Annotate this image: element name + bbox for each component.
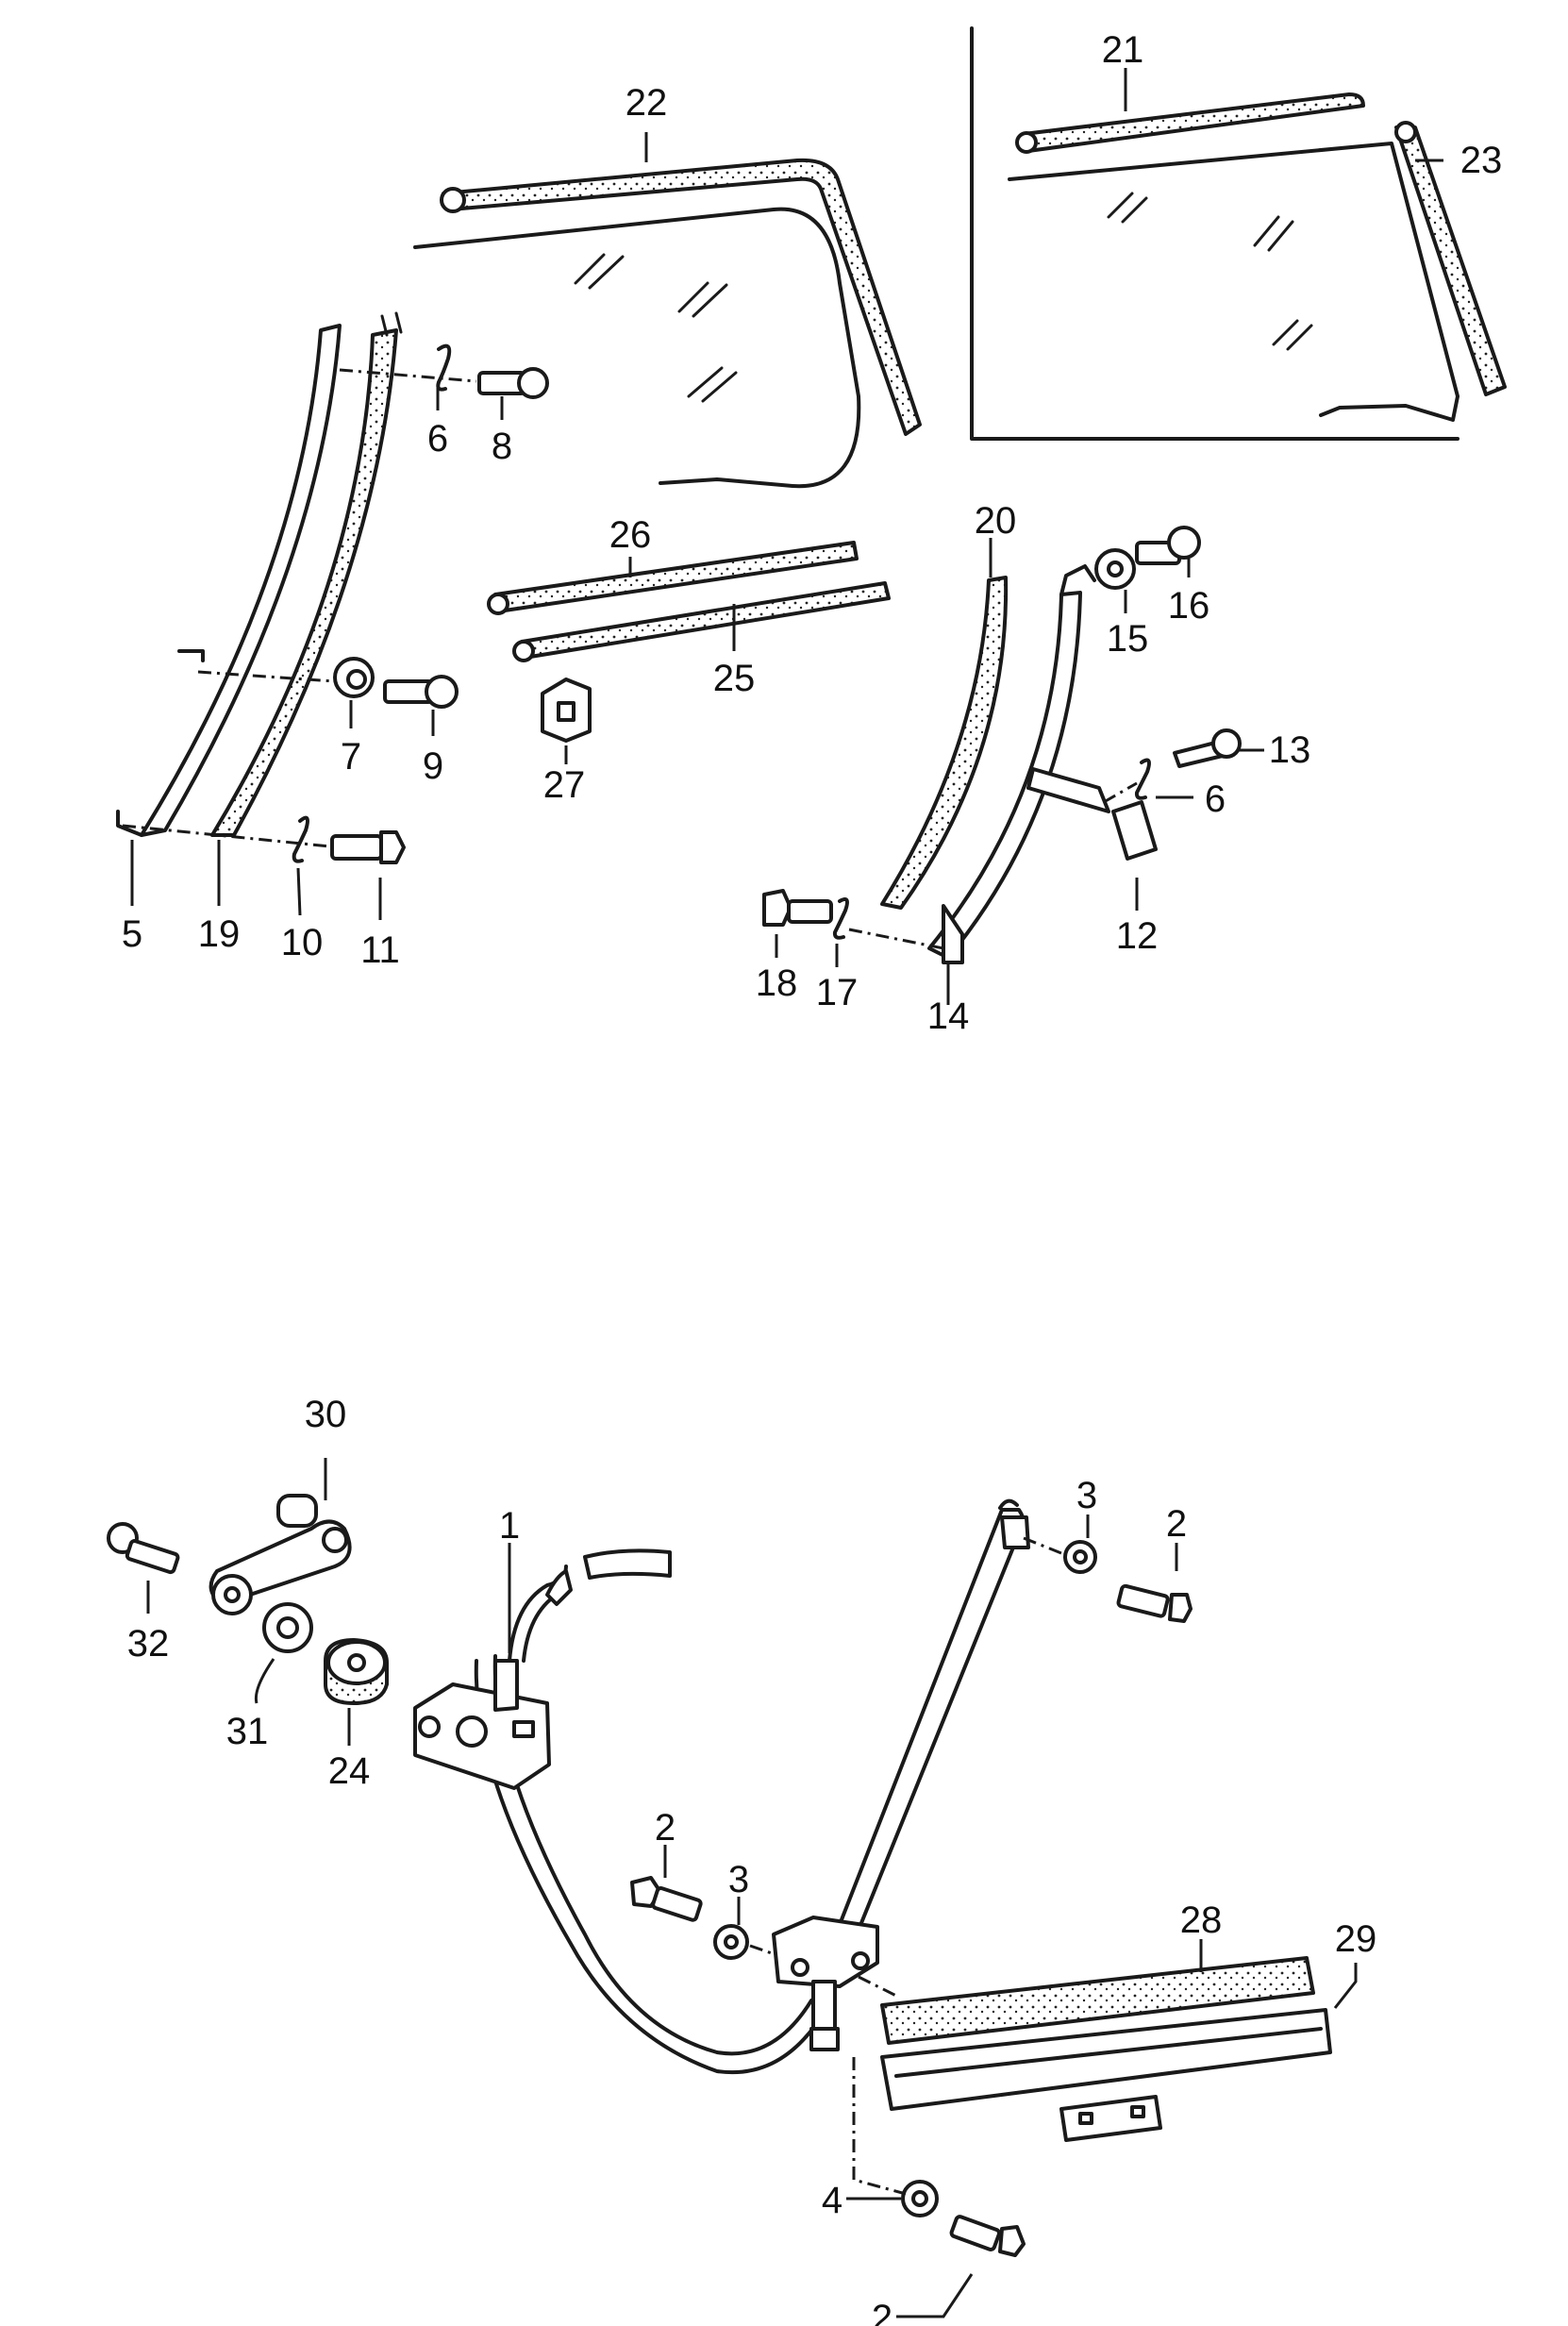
- inner-seal-25: [512, 581, 891, 662]
- escutcheon-24: [324, 1638, 389, 1705]
- label-7: 7: [341, 736, 361, 778]
- label-13: 13: [1269, 729, 1311, 771]
- label-5: 5: [122, 913, 142, 955]
- label-25: 25: [713, 658, 756, 699]
- regulator-arm: [772, 1498, 1030, 2051]
- assembly-line-bottom-a: [1023, 1536, 1067, 1557]
- guide-rail-14: [927, 564, 1110, 964]
- label-6-top: 6: [427, 418, 448, 460]
- bolt-2-bottom: [949, 2215, 1026, 2257]
- bolt-2-top: [1116, 1583, 1193, 1623]
- screw-16: [1135, 526, 1201, 565]
- label-21: 21: [1102, 29, 1144, 71]
- bolt-11: [330, 830, 406, 864]
- label-2-top: 2: [1166, 1503, 1187, 1545]
- label-3-middle: 3: [728, 1859, 749, 1900]
- label-26: 26: [609, 514, 652, 556]
- channel-seal-20: [880, 576, 1009, 910]
- label-18: 18: [756, 962, 798, 1004]
- assembly-line-bottom-c: [858, 1975, 897, 1998]
- glass-run-seal-22: [440, 158, 922, 436]
- tapping-screw-13: [1173, 728, 1242, 768]
- label-11: 11: [360, 929, 400, 971]
- label-20: 20: [975, 500, 1017, 542]
- outer-seal-26: [487, 541, 859, 615]
- clip-7: [333, 657, 375, 698]
- label-1: 1: [499, 1505, 520, 1547]
- bolt-18: [762, 889, 833, 927]
- label-22: 22: [626, 82, 668, 124]
- label-10: 10: [281, 922, 324, 963]
- seal-21: [1015, 92, 1365, 154]
- label-31: 31: [226, 1711, 269, 1752]
- label-8: 8: [492, 426, 512, 467]
- bolt-2-middle: [630, 1876, 703, 1922]
- label-14: 14: [927, 996, 970, 1037]
- assembly-line-top-left-c: [122, 824, 331, 848]
- washer-15: [1094, 548, 1136, 590]
- label-15: 15: [1107, 618, 1149, 660]
- assembly-line-right-a: [848, 928, 944, 950]
- clip-27: [541, 678, 592, 743]
- label-12: 12: [1116, 915, 1159, 957]
- label-19: 19: [198, 913, 241, 955]
- label-16: 16: [1168, 585, 1210, 627]
- seal-28: [880, 1956, 1315, 2045]
- label-27: 27: [543, 764, 586, 806]
- assembly-line-bottom-d: [852, 2057, 907, 2196]
- screw-32: [107, 1522, 180, 1575]
- rear-door-panel: [970, 26, 1460, 441]
- label-4: 4: [822, 2180, 842, 2221]
- label-29: 29: [1335, 1918, 1377, 1960]
- label-30: 30: [305, 1394, 347, 1435]
- label-17: 17: [816, 972, 859, 1013]
- label-2-middle: 2: [655, 1807, 676, 1849]
- spring-clip-17: [832, 897, 849, 940]
- front-door-glass: [413, 207, 861, 489]
- label-2-bottom: 2: [872, 2298, 892, 2326]
- label-6-right: 6: [1205, 778, 1226, 820]
- part-number-labels: 22 21 23 6 8 7 9 5 19 10 11 26 25 27 20 …: [122, 29, 1502, 2326]
- spring-clip-6-top: [436, 343, 452, 392]
- window-channel-5-19: [116, 311, 403, 837]
- regulator-cable-1: [474, 1548, 827, 2075]
- label-32: 32: [127, 1623, 170, 1665]
- spring-clip-6-right: [1134, 758, 1151, 800]
- washer-3-top: [1063, 1540, 1097, 1574]
- assembly-line-right-b: [1103, 781, 1138, 804]
- assembly-line-top-left-b: [197, 670, 336, 683]
- washer-3-middle: [713, 1924, 749, 1960]
- leader-lines: [130, 68, 1443, 2318]
- window-crank-30: [209, 1494, 352, 1615]
- bolt-8: [477, 367, 549, 399]
- label-3-top: 3: [1076, 1475, 1097, 1516]
- assembly-line-top-left-a: [339, 368, 477, 383]
- seal-23: [1394, 121, 1507, 396]
- washer-31: [262, 1602, 313, 1653]
- assembly-line-bottom-b: [749, 1944, 773, 1955]
- lift-channel-29: [880, 2008, 1332, 2142]
- label-9: 9: [423, 745, 443, 787]
- label-28: 28: [1180, 1899, 1223, 1941]
- washer-4: [901, 2180, 939, 2217]
- spring-clip-10: [292, 815, 309, 863]
- bolt-9: [383, 675, 459, 709]
- bracket-12: [1111, 800, 1158, 861]
- label-23: 23: [1460, 140, 1503, 181]
- regulator-mount-plate: [413, 1659, 551, 1790]
- label-24: 24: [328, 1750, 371, 1792]
